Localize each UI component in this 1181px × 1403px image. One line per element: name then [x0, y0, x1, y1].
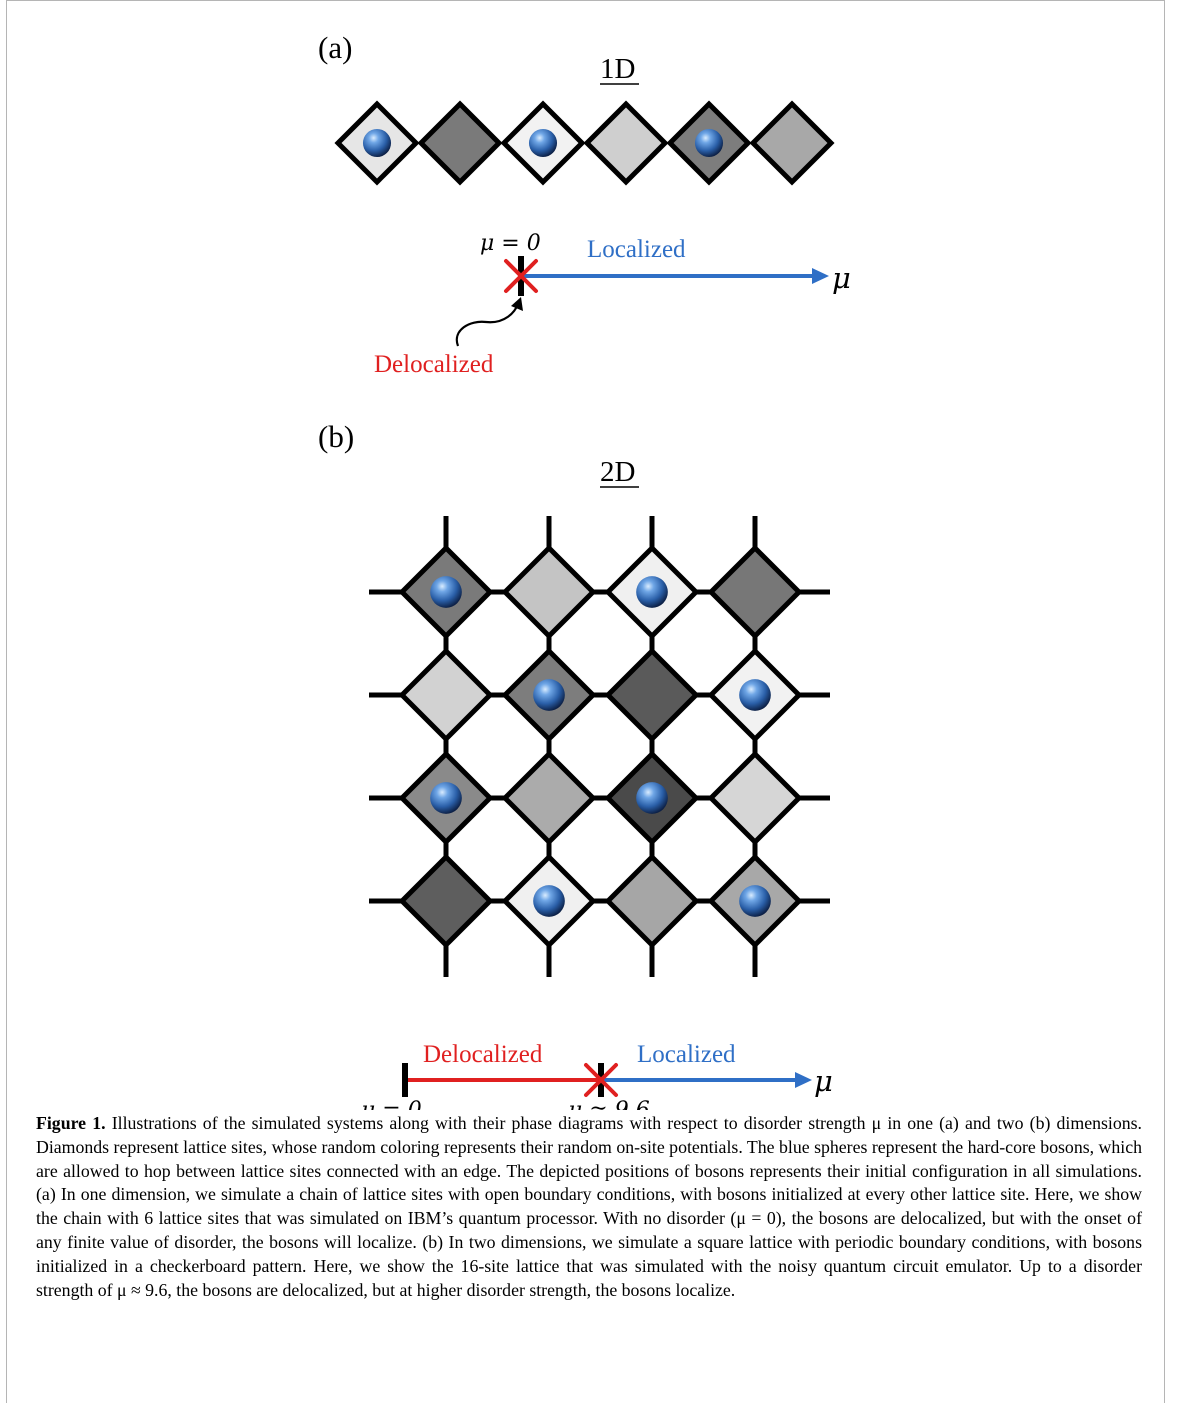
lattice-site-2d-r4-c1 [398, 853, 494, 949]
lattice-site-diamond [749, 100, 835, 186]
lattice-site-diamond [398, 647, 494, 743]
lattice-site-2d-r1-c4 [707, 544, 803, 640]
lattice-site-2d-r2-c2 [501, 647, 597, 743]
page-frame-top [6, 0, 1165, 1]
critical-label-2d: μ ≈ 9.6 [568, 1098, 650, 1110]
lattice-site-diamond [417, 100, 503, 186]
boson-sphere-icon [533, 679, 565, 711]
panel-b-label: (b) [318, 419, 354, 454]
page-frame-left [6, 0, 7, 1403]
lattice-site-2d-r1-c2 [501, 544, 597, 640]
mu-axis-symbol-2d: μ [814, 1064, 833, 1098]
lattice-site-2d-r4-c3 [604, 853, 700, 949]
boson-sphere-icon [362, 128, 392, 158]
figure-caption: Figure 1. Illustrations of the simulated… [36, 1112, 1142, 1302]
lattice-site-diamond [501, 544, 597, 640]
phase-diagram-1d: μ = 0 Localized μ Delocalized [374, 231, 851, 378]
delocalized-label-1d: Delocalized [374, 351, 494, 378]
boson-sphere-icon [533, 885, 565, 917]
panel-a-label: (a) [318, 30, 352, 65]
boson-sphere-icon [430, 576, 462, 608]
lattice-site-2d-r2-c4 [707, 647, 803, 743]
lattice-site-diamond [501, 750, 597, 846]
lattice-site-2d-r2-c1 [398, 647, 494, 743]
lattice-site-2d-r2-c3 [604, 647, 700, 743]
caption-label: Figure 1. [36, 1113, 106, 1133]
boson-sphere-icon [739, 885, 771, 917]
lattice-site-diamond [604, 647, 700, 743]
localized-arrowhead-1d [812, 268, 829, 284]
delocalized-label-2d: Delocalized [423, 1041, 543, 1068]
lattice-site-2d-r4-c4 [707, 853, 803, 949]
lattice-site-2d-r3-c2 [501, 750, 597, 846]
lattice-site-2d-r3-c1 [398, 750, 494, 846]
delocalized-pointer-arrow [455, 303, 520, 347]
lattice-site-1d-2 [417, 100, 503, 186]
localized-label-1d: Localized [587, 236, 686, 263]
lattice-site-2d-r3-c3 [604, 750, 700, 846]
lattice-site-diamond [583, 100, 669, 186]
lattice-site-2d-r1-c3 [604, 544, 700, 640]
lattice-site-1d-1 [334, 100, 420, 186]
boson-sphere-icon [636, 576, 668, 608]
lattice-site-1d-5 [666, 100, 752, 186]
lattice-site-2d-r4-c2 [501, 853, 597, 949]
lattice-site-1d-4 [583, 100, 669, 186]
caption-text: Illustrations of the simulated systems a… [36, 1113, 1142, 1300]
lattice-site-1d-3 [500, 100, 586, 186]
boson-sphere-icon [528, 128, 558, 158]
lattice-site-2d-r3-c4 [707, 750, 803, 846]
pointer-arrowhead [511, 297, 523, 311]
cross-icon-2d [584, 1063, 618, 1097]
boson-sphere-icon [430, 782, 462, 814]
phase-diagram-2d: Delocalized Localized μ μ = 0 μ ≈ 9.6 [361, 1041, 833, 1110]
lattice-site-diamond [398, 853, 494, 949]
page-frame-right [1164, 0, 1165, 1403]
mu-axis-symbol-1d: μ [832, 261, 851, 295]
lattice-site-1d-6 [749, 100, 835, 186]
panel-a-title: 1D [600, 53, 635, 85]
localized-arrowhead-2d [795, 1072, 812, 1088]
boson-sphere-icon [636, 782, 668, 814]
boson-sphere-icon [694, 128, 724, 158]
lattice-site-2d-r1-c1 [398, 544, 494, 640]
panel-b-title: 2D [600, 456, 635, 488]
lattice-1d-chain [334, 100, 835, 186]
lattice-site-diamond [707, 544, 803, 640]
zero-label-2d: μ = 0 [361, 1098, 422, 1110]
localized-label-2d: Localized [637, 1041, 736, 1068]
boson-sphere-icon [739, 679, 771, 711]
cross-icon-1d [504, 259, 538, 293]
lattice-2d-square [369, 516, 830, 977]
lattice-site-diamond [707, 750, 803, 846]
lattice-site-diamond [604, 853, 700, 949]
figure-1: (a) 1D μ = 0 Localized μ Delocalized (b)… [318, 30, 851, 1110]
zero-label-1d: μ = 0 [480, 231, 541, 256]
